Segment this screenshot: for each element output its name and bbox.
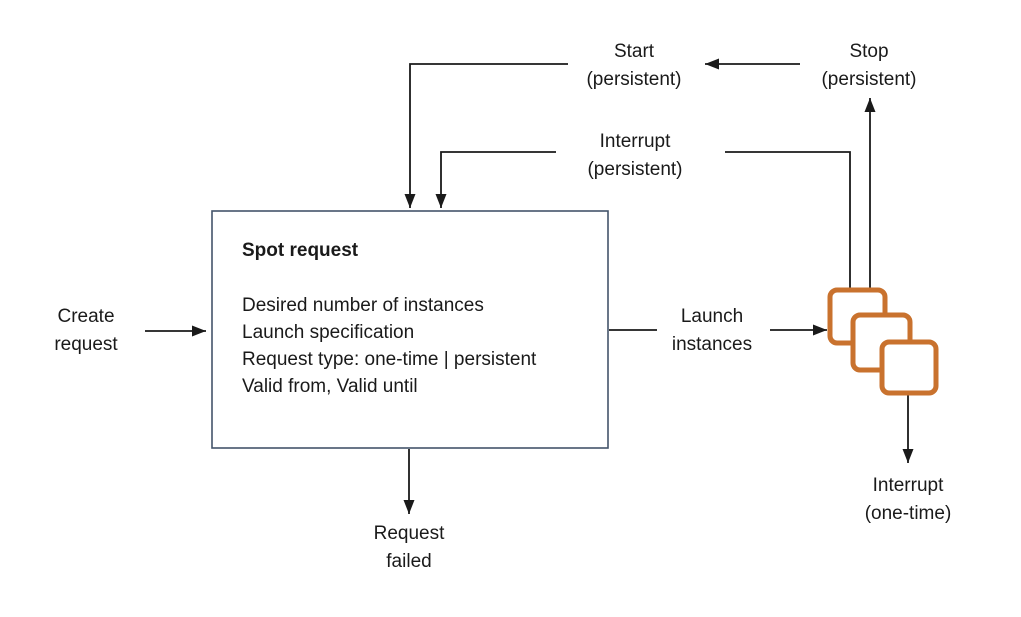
- interrupt-persistent-label-line1: Interrupt: [600, 131, 671, 152]
- spot-request-box: [211, 210, 609, 449]
- stop-persistent-label-line2: (persistent): [821, 69, 916, 90]
- ec2-instances-stack-icon: [827, 287, 939, 396]
- interrupt-one-time-label: Interrupt (one-time): [865, 475, 952, 524]
- stop-persistent-label: Stop (persistent): [821, 41, 916, 90]
- interrupt-one-time-label-line2: (one-time): [865, 503, 952, 524]
- launch-instances-label: Launch instances: [672, 306, 752, 355]
- request-failed-label-line1: Request: [374, 523, 445, 544]
- start-persistent-label: Start (persistent): [586, 41, 681, 90]
- spot-request-box-line: Request type: one-time | persistent: [242, 349, 537, 370]
- interrupt-persistent-to-box-arrow: [435, 151, 556, 208]
- start-persistent-label-line2: (persistent): [586, 69, 681, 90]
- launch-instances-label-line2: instances: [672, 334, 752, 355]
- spot-request-box-line: Valid from, Valid until: [242, 376, 418, 397]
- instances-to-interrupt-persistent-line: [725, 151, 851, 292]
- request-failed-label: Request failed: [374, 523, 445, 572]
- create-request-label: Create request: [54, 306, 118, 355]
- start-persistent-label-line1: Start: [614, 41, 655, 62]
- launch-instances-label-line1: Launch: [681, 306, 743, 327]
- start-persistent-to-box-arrow: [404, 63, 568, 208]
- request-failed-label-line2: failed: [386, 551, 431, 572]
- interrupt-persistent-label-line2: (persistent): [587, 159, 682, 180]
- spot-request-box-line: Launch specification: [242, 322, 414, 343]
- stop-persistent-label-line1: Stop: [849, 41, 888, 62]
- interrupt-persistent-label: Interrupt (persistent): [587, 131, 682, 180]
- spot-request-box-line: Desired number of instances: [242, 295, 484, 316]
- spot-request-box-title: Spot request: [242, 240, 359, 261]
- create-request-label-line2: request: [54, 334, 118, 355]
- create-request-label-line1: Create: [57, 306, 114, 327]
- instance-icon-front: [879, 339, 939, 396]
- interrupt-one-time-label-line1: Interrupt: [873, 475, 944, 496]
